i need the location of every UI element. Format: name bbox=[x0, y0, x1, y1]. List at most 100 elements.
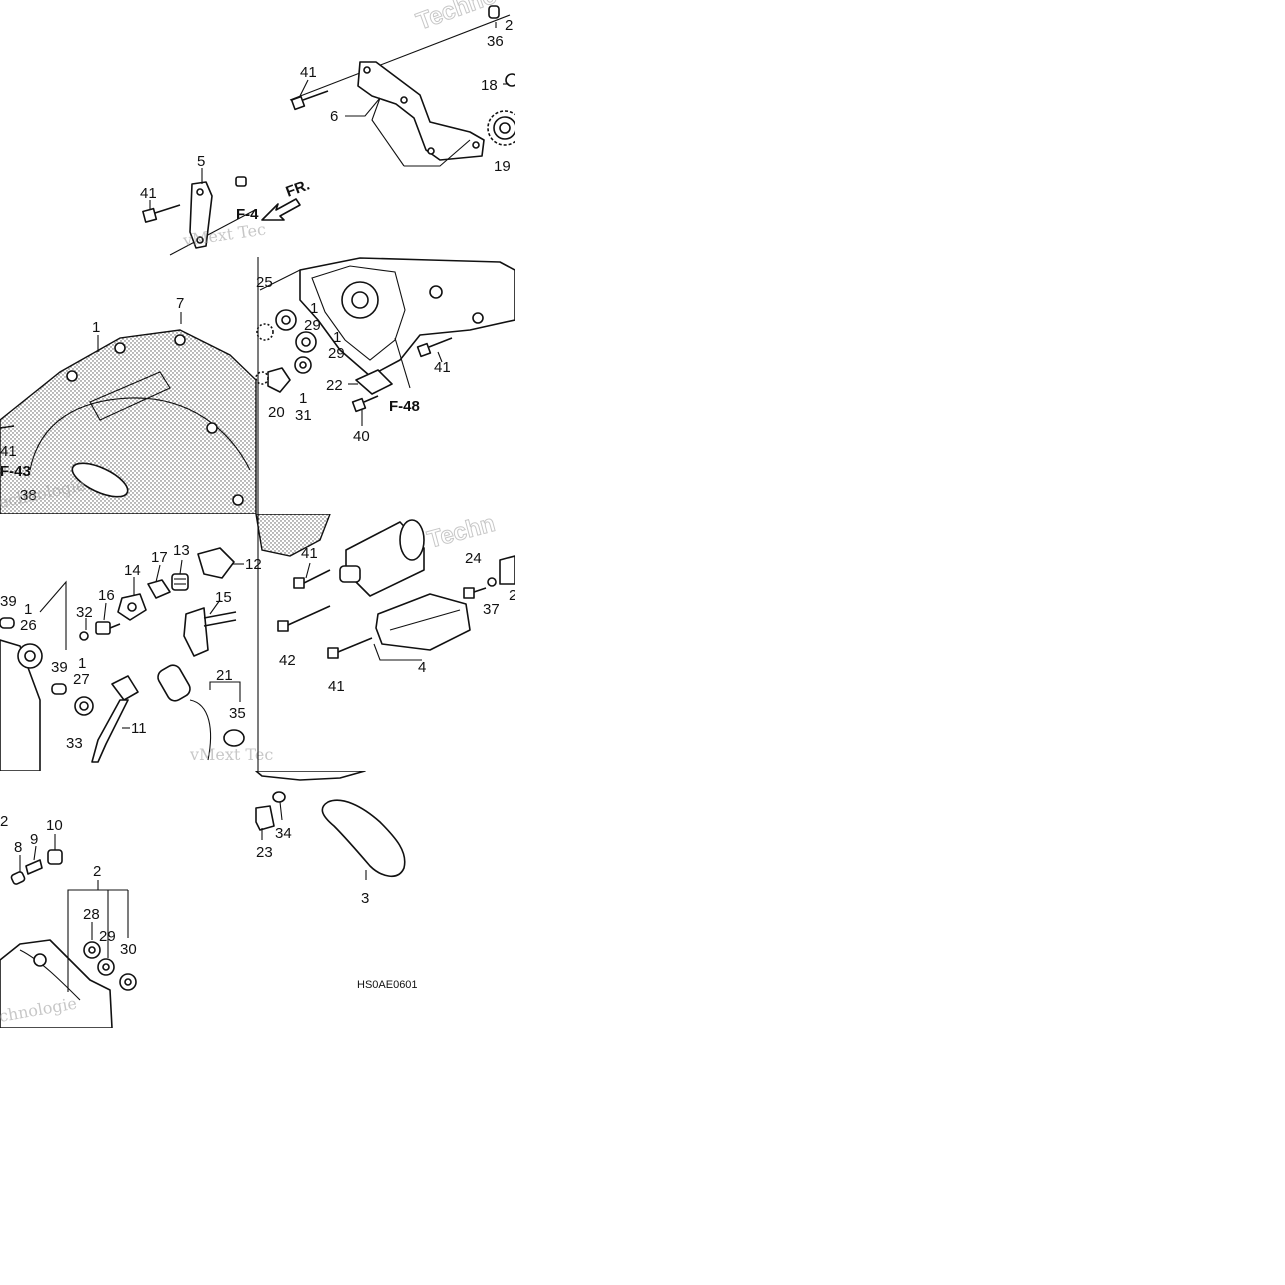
bolt-24 bbox=[463, 587, 487, 599]
bracket-6 bbox=[357, 61, 485, 161]
shift-shaft-15 bbox=[183, 607, 237, 657]
callout-41b: 41 bbox=[140, 185, 157, 202]
callout-2: 2 bbox=[505, 17, 513, 34]
oil-pump-body bbox=[0, 939, 113, 1028]
bearing-28 bbox=[83, 941, 101, 959]
washer-34 bbox=[272, 791, 286, 803]
bolt-41-upper bbox=[293, 569, 331, 589]
watermark: vMext Tec bbox=[189, 745, 273, 764]
crankcase-cover-7 bbox=[0, 329, 257, 514]
callout-1b: 1 bbox=[310, 300, 318, 317]
callout-34: 34 bbox=[275, 825, 292, 842]
callout-27: 27 bbox=[73, 671, 90, 688]
plate-17 bbox=[147, 579, 171, 599]
watermark: Techno bbox=[413, 0, 501, 36]
callout-3: 3 bbox=[361, 890, 369, 907]
bolt-41-upper bbox=[290, 90, 329, 111]
sensor-21 bbox=[157, 664, 212, 761]
callout-32: 32 bbox=[76, 604, 93, 621]
callout-33: 33 bbox=[66, 735, 83, 752]
bolt-42 bbox=[277, 605, 331, 632]
callout-6: 6 bbox=[330, 108, 338, 125]
callout-17: 17 bbox=[151, 549, 168, 566]
front-direction-marker: FR. bbox=[261, 177, 313, 221]
callout-41: 41 bbox=[300, 64, 317, 81]
tile-shift-section: 39 1 26 32 16 14 17 13 12 15 39 1 27 11 … bbox=[0, 510, 517, 771]
collar-18 bbox=[505, 73, 515, 87]
callout-11: 11 bbox=[131, 720, 147, 737]
callout-24: 24 bbox=[465, 550, 482, 567]
callout-42: 42 bbox=[279, 652, 296, 669]
diagram-code: HS0AE0601 bbox=[357, 979, 418, 991]
plate-5 bbox=[189, 181, 213, 249]
tile-bracket-section: FR. F-4 36 2 41 6 18 19 5 41 Techno vMex… bbox=[140, 0, 515, 256]
callout-28: 28 bbox=[83, 906, 100, 923]
callout-41: 41 bbox=[301, 545, 318, 562]
callout-31: 31 bbox=[295, 407, 312, 424]
bearing-30 bbox=[119, 973, 137, 991]
dowel-39-upper bbox=[0, 617, 15, 629]
callout-21: 21 bbox=[216, 667, 233, 684]
callout-2: 2 bbox=[0, 813, 8, 830]
callout-1d: 1 bbox=[299, 390, 307, 407]
callout-20: 20 bbox=[268, 404, 285, 421]
starter-motor bbox=[339, 519, 425, 597]
callout-40: 40 bbox=[353, 428, 370, 445]
gasket-3 bbox=[321, 799, 406, 877]
callout-4: 4 bbox=[418, 659, 426, 676]
callout-22: 22 bbox=[326, 377, 343, 394]
callout-25: 25 bbox=[256, 274, 273, 291]
callout-5: 5 bbox=[197, 153, 205, 170]
tile-pump-section: 2 8 9 10 2 28 29 30 34 23 3 chnologie bbox=[0, 771, 406, 1028]
bolt-41-lower bbox=[142, 204, 181, 223]
callout-18: 18 bbox=[481, 77, 498, 94]
washer-32 bbox=[79, 631, 89, 641]
callout-16: 16 bbox=[98, 587, 115, 604]
dowel-39-lower bbox=[51, 683, 67, 695]
callout-41b: 41 bbox=[328, 678, 345, 695]
callout-29: 29 bbox=[304, 317, 321, 334]
fitting-23 bbox=[255, 805, 275, 831]
callout-38: 38 bbox=[20, 487, 37, 504]
bolt-16 bbox=[95, 621, 121, 635]
spring-9 bbox=[25, 859, 43, 875]
callout-29b: 29 bbox=[328, 345, 345, 362]
callout-41c: 41 bbox=[434, 359, 451, 376]
shift-cam-12 bbox=[197, 547, 235, 579]
washer-37 bbox=[487, 577, 497, 587]
callout-10: 10 bbox=[46, 817, 63, 834]
reference-label-f43: F-43 bbox=[0, 463, 31, 480]
callout-2b: 2 bbox=[93, 863, 101, 880]
o-ring-35 bbox=[223, 729, 245, 747]
bearing-27 bbox=[74, 696, 94, 716]
bearing-29 bbox=[97, 958, 115, 976]
washer-36 bbox=[488, 5, 500, 19]
reference-label-f4: F-4 bbox=[236, 206, 259, 223]
bolt-41-lower bbox=[327, 637, 373, 659]
callout-1c: 1 bbox=[333, 329, 341, 346]
watermark: Techn bbox=[425, 510, 499, 554]
tile-cover-section: 7 1 41 38 25 1 29 1 29 22 20 1 31 41 40 … bbox=[0, 257, 515, 514]
bolt-40 bbox=[351, 395, 379, 413]
plate-20 bbox=[267, 367, 291, 393]
callout-36: 36 bbox=[487, 33, 504, 50]
callout-39: 39 bbox=[0, 593, 17, 610]
callout-15: 15 bbox=[215, 589, 232, 606]
svg-text:FR.: FR. bbox=[284, 177, 313, 201]
callout-23: 23 bbox=[256, 844, 273, 861]
bearing-29-upper bbox=[275, 309, 297, 331]
callout-9: 9 bbox=[30, 831, 38, 848]
callout-13: 13 bbox=[173, 542, 190, 559]
callout-8: 8 bbox=[14, 839, 22, 856]
callout-2: 2 bbox=[509, 587, 517, 604]
cap-10 bbox=[47, 849, 63, 865]
callout-30: 30 bbox=[120, 941, 137, 958]
callout-1b: 1 bbox=[78, 655, 86, 672]
bearing-26 bbox=[17, 643, 43, 669]
callout-19: 19 bbox=[494, 158, 511, 175]
callout-1: 1 bbox=[24, 601, 32, 618]
starter-cover-4 bbox=[375, 593, 471, 651]
plunger-8 bbox=[10, 871, 26, 885]
gasket bbox=[311, 265, 406, 361]
